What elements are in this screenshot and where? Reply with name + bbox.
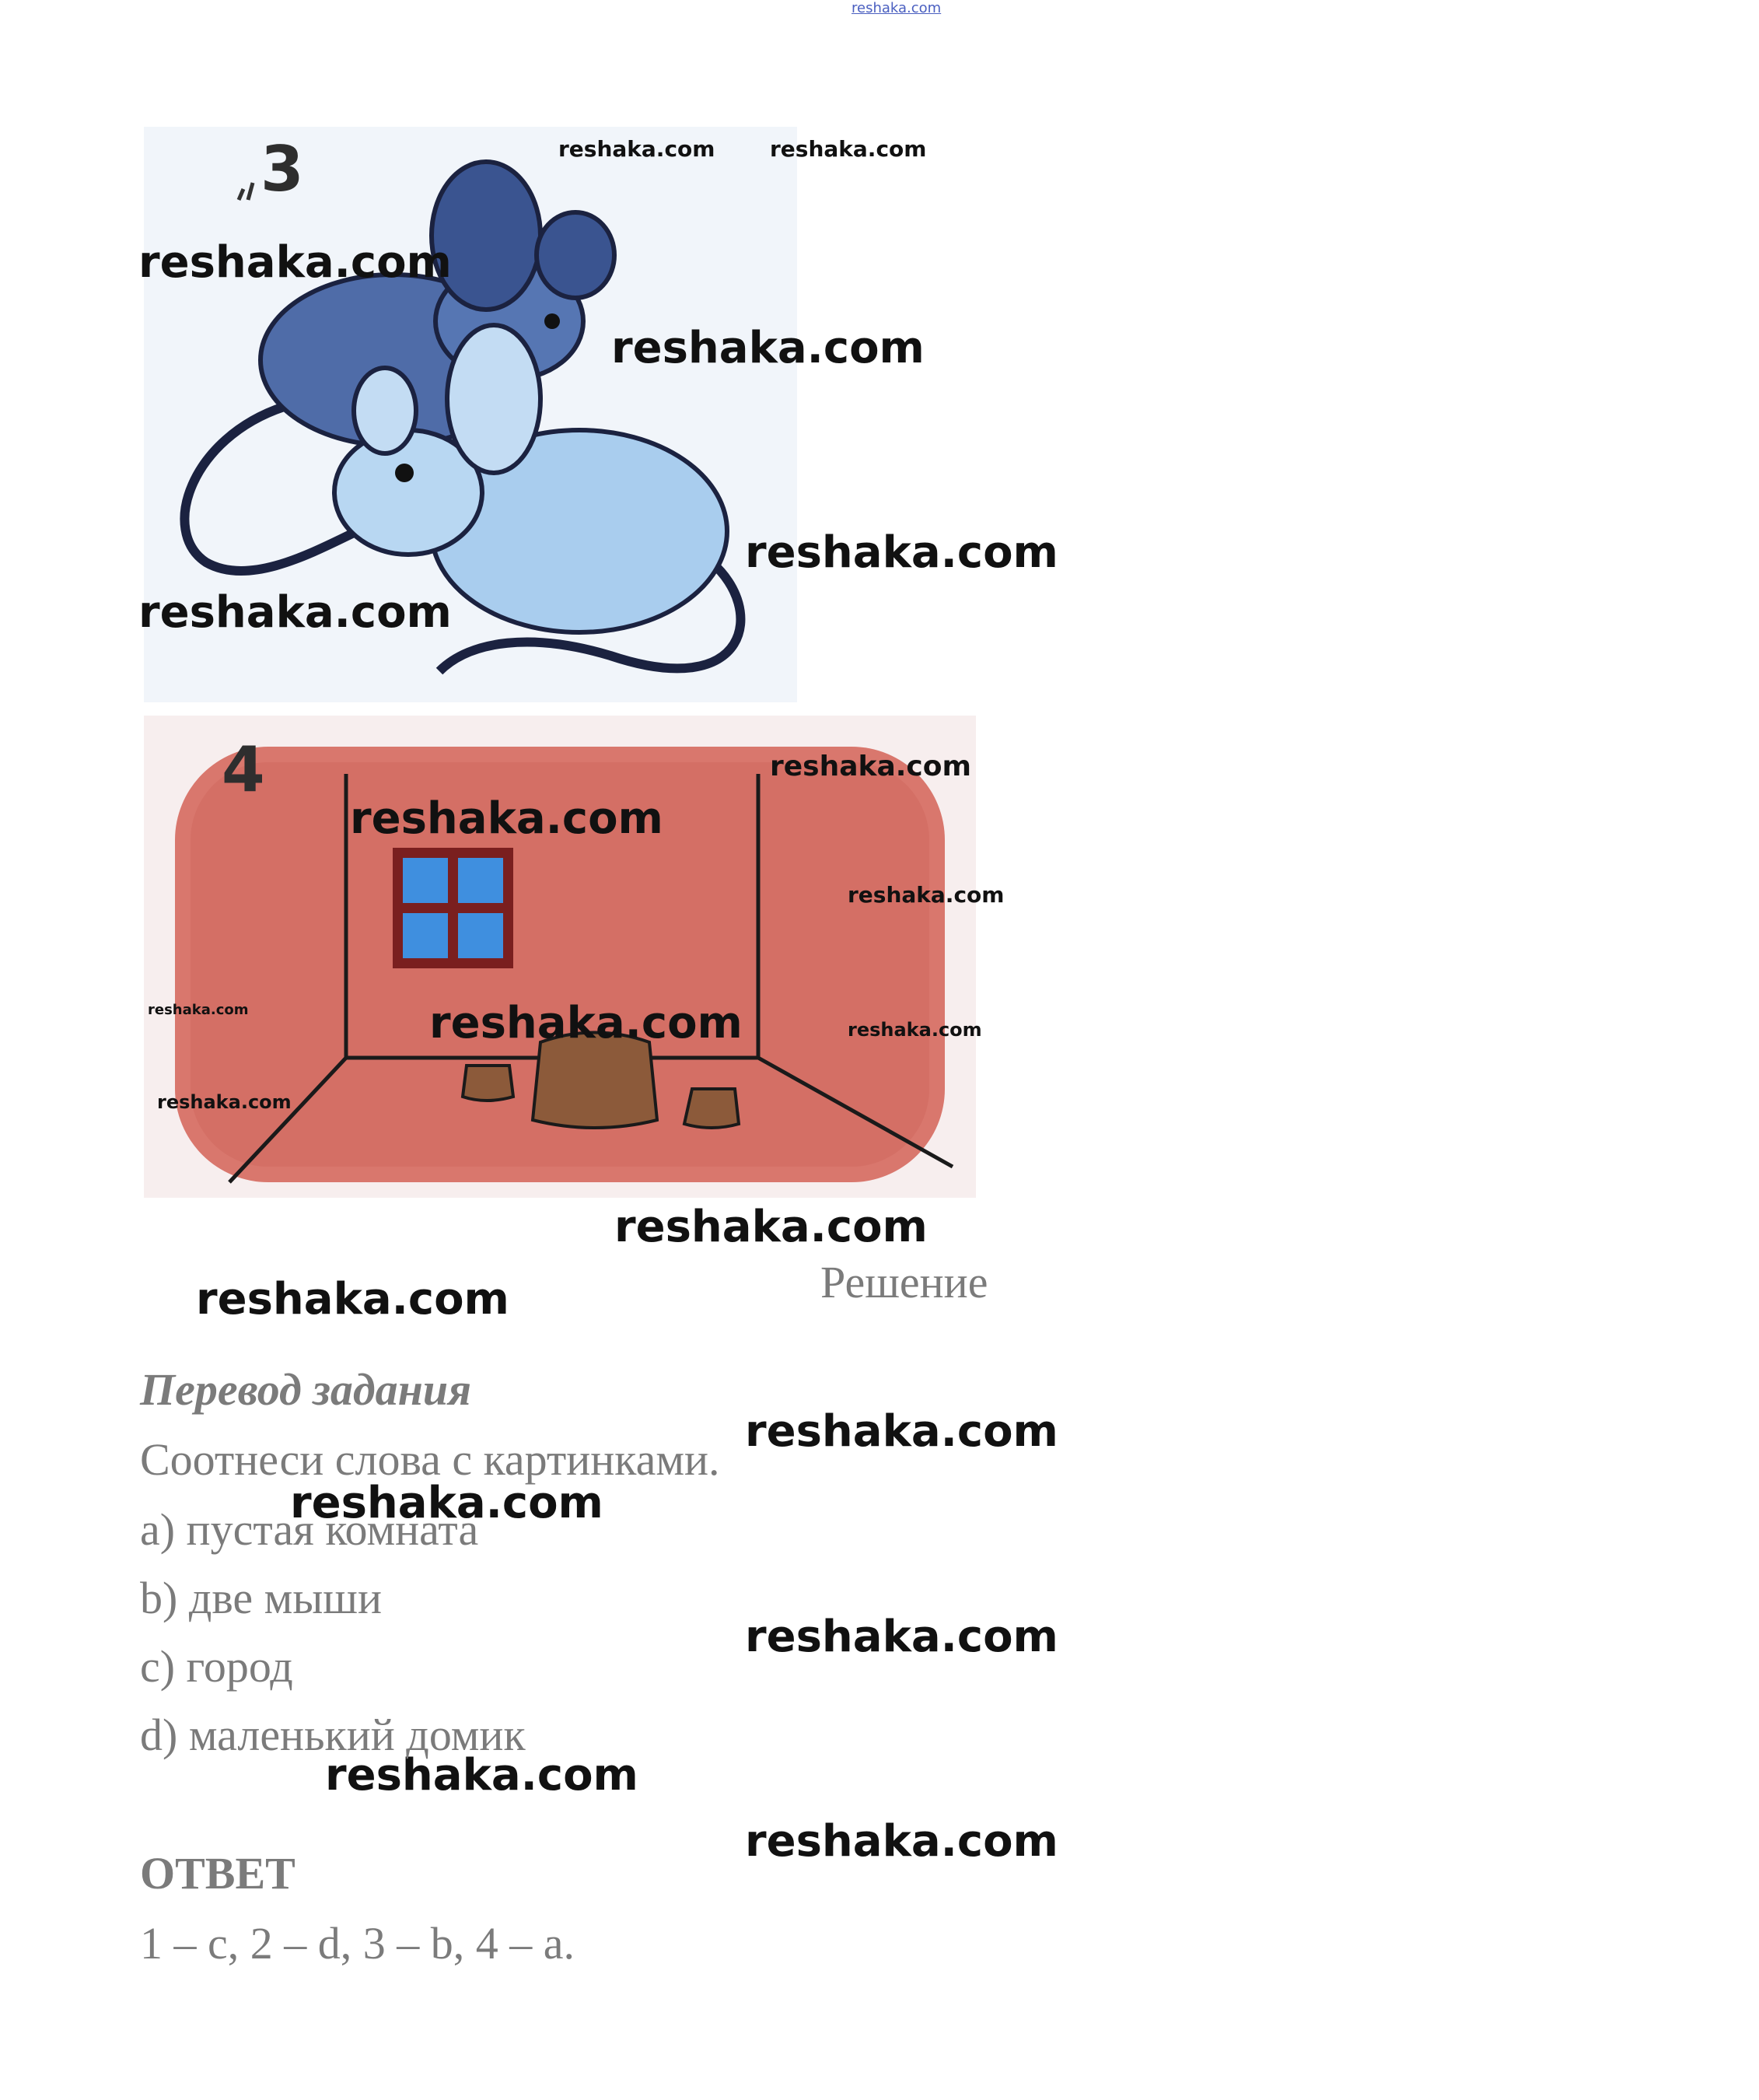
figure-number-3: 3 <box>261 133 304 205</box>
option-d: d) маленький домик <box>140 1710 526 1760</box>
option-c: c) город <box>140 1641 293 1692</box>
watermark: reshaka.com <box>558 136 715 162</box>
figure-number-4: 4 <box>222 733 265 806</box>
watermark: reshaka.com <box>325 1750 638 1801</box>
empty-room-svg <box>144 716 976 1198</box>
watermark: reshaka.com <box>429 998 743 1048</box>
answer-text: 1 – c, 2 – d, 3 – b, 4 – a. <box>140 1918 575 1969</box>
watermark: reshaka.com <box>138 237 452 288</box>
watermark: reshaka.com <box>848 1019 982 1041</box>
watermark: reshaka.com <box>611 323 925 373</box>
option-b: b) две мыши <box>140 1573 382 1623</box>
watermark: reshaka.com <box>157 1091 292 1113</box>
watermark: reshaka.com <box>196 1274 509 1325</box>
watermark: reshaka.com <box>290 1478 603 1528</box>
watermark: reshaka.com <box>614 1202 928 1252</box>
watermark: reshaka.com <box>770 751 972 782</box>
watermark: reshaka.com <box>770 136 927 162</box>
two-mice-illustration: 3 <box>144 127 797 702</box>
watermark: reshaka.com <box>350 793 663 844</box>
watermark: reshaka.com <box>745 1816 1058 1867</box>
watermark: reshaka.com <box>745 527 1058 578</box>
option-a: a) пустая комната <box>140 1504 479 1555</box>
watermark: reshaka.com <box>148 1002 249 1018</box>
translation-title: Перевод задания <box>140 1364 471 1415</box>
instruction-text: Соотнеси слова с картинками. <box>140 1434 720 1485</box>
empty-room-illustration: 4 <box>144 716 976 1198</box>
header-site-link[interactable]: reshaka.com <box>852 0 942 16</box>
solution-heading: Решение <box>820 1257 988 1307</box>
watermark: reshaka.com <box>745 1612 1058 1662</box>
watermark: reshaka.com <box>848 882 1005 908</box>
watermark: reshaka.com <box>745 1406 1058 1457</box>
answer-title: ОТВЕТ <box>140 1848 295 1899</box>
watermark: reshaka.com <box>138 587 452 638</box>
two-mice-svg <box>144 127 797 702</box>
